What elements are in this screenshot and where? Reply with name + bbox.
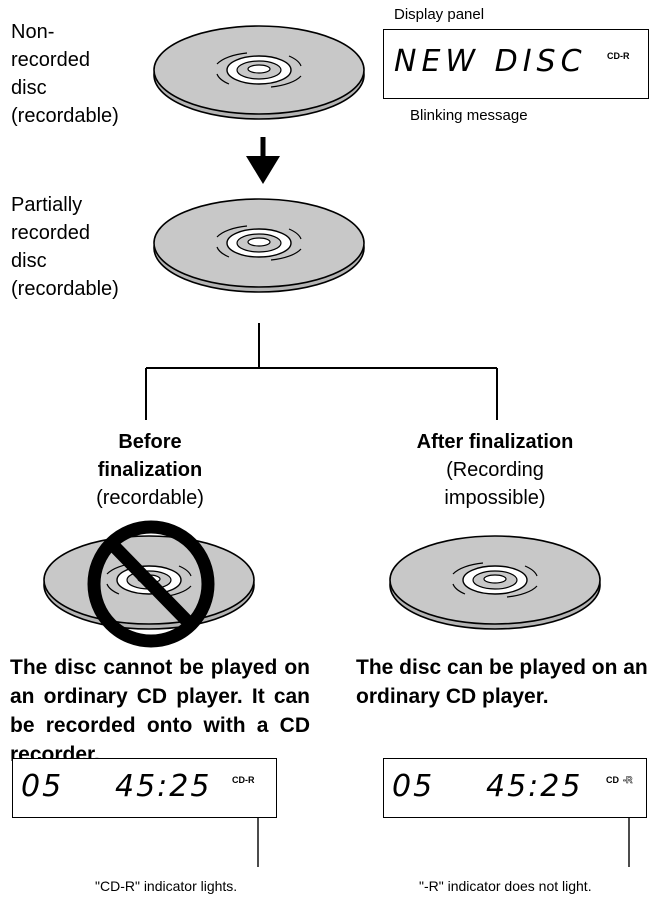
track-number: 05	[392, 769, 435, 804]
display-panel-before: 05 45:25 CD-R	[12, 758, 277, 818]
down-arrow-icon	[246, 137, 280, 184]
after-finalization-heading: After finalization (Recording impossible…	[375, 428, 615, 512]
label-non-recorded-disc: Non- recorded disc (recordable)	[11, 21, 119, 127]
disc-after-finalization	[389, 535, 601, 630]
cd-r-lights-note: "CD-R" indicator lights.	[95, 878, 238, 894]
before-title: Before finalization	[97, 431, 203, 481]
after-subtitle: (Recording impossible)	[444, 459, 546, 509]
branch-lines	[145, 323, 498, 420]
minus-r-not-lit-note: "-R" indicator does not light.	[419, 878, 592, 894]
display-panel-label: Display panel	[394, 6, 485, 23]
elapsed-time: 45:25	[115, 769, 212, 804]
before-caption: The disc cannot be played on an ordinary…	[10, 656, 310, 766]
before-subtitle: (recordable)	[96, 487, 204, 509]
cd-indicator: CD	[606, 775, 619, 785]
after-title: After finalization	[416, 431, 574, 453]
disc-partially-recorded	[153, 198, 365, 293]
track-number: 05	[21, 769, 64, 804]
top-display-panel: NEW DISC CD-R	[383, 29, 649, 99]
cd-r-badge: CD-R	[607, 51, 630, 61]
label-partially-recorded-disc: Partially recorded disc (recordable)	[11, 194, 119, 300]
before-finalization-heading: Before finalization (recordable)	[60, 428, 240, 512]
prohibited-icon	[87, 520, 215, 648]
display-text: NEW DISC	[394, 44, 587, 79]
minus-r-indicator-unlit: -R	[623, 775, 633, 786]
blinking-message-label: Blinking message	[410, 107, 528, 124]
cd-r-indicator: CD-R	[232, 775, 255, 785]
display-panel-after: 05 45:25 CD -R	[383, 758, 647, 818]
disc-non-recorded	[153, 25, 365, 120]
elapsed-time: 45:25	[486, 769, 583, 804]
after-caption: The disc can be played on an ordinary CD…	[356, 656, 648, 708]
